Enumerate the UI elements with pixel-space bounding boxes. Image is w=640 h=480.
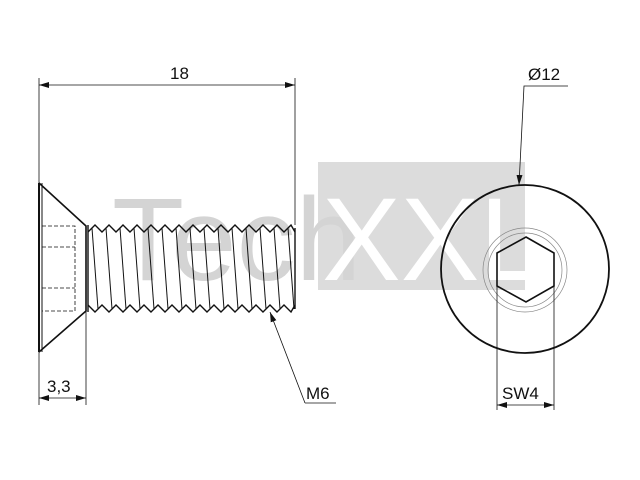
thread-flank: [133, 227, 141, 310]
watermark-text-xxl: XXL: [322, 174, 545, 306]
diameter-leader: [516, 85, 568, 186]
countersunk-head: [38, 182, 87, 353]
screw-side-view: [38, 182, 296, 353]
watermark-box: [318, 162, 525, 290]
dimension-socket: [496, 286, 555, 410]
hex-socket: [496, 236, 555, 303]
dimension-length-label: 18: [170, 64, 189, 83]
thread-flank: [217, 227, 225, 310]
thread-circle-outer: [482, 227, 568, 313]
thread-flank: [231, 227, 239, 310]
thread-flank: [273, 227, 281, 310]
thread-flank: [175, 227, 183, 310]
dimension-head-height-label: 3,3: [47, 377, 71, 396]
diameter-label: Ø12: [528, 65, 560, 84]
thread-flank: [245, 227, 253, 310]
thread-flank: [161, 227, 169, 310]
head-circle: [440, 184, 610, 354]
socket-size-label: SW4: [502, 384, 539, 403]
thread-flank: [105, 227, 113, 310]
thread-flank: [203, 227, 211, 310]
thread-crest-top: [87, 223, 296, 233]
watermark: Tech XXL: [112, 162, 545, 306]
thread-flank: [147, 227, 155, 310]
thread-flank: [189, 227, 197, 310]
thread-circle-inner: [487, 232, 563, 308]
thread-crest-bottom: [87, 304, 296, 314]
thread-label: M6: [306, 384, 330, 403]
thread-flank: [259, 227, 267, 310]
thread-flank: [91, 227, 99, 310]
dimension-head-height: [38, 311, 87, 405]
thread: [87, 223, 296, 314]
screw-end-view: [440, 184, 610, 354]
hex-socket-hidden: [41, 225, 76, 312]
thread-flank: [119, 227, 127, 310]
thread-leader: [269, 311, 336, 404]
thread-flank: [287, 227, 295, 310]
dimension-length: [38, 78, 296, 225]
